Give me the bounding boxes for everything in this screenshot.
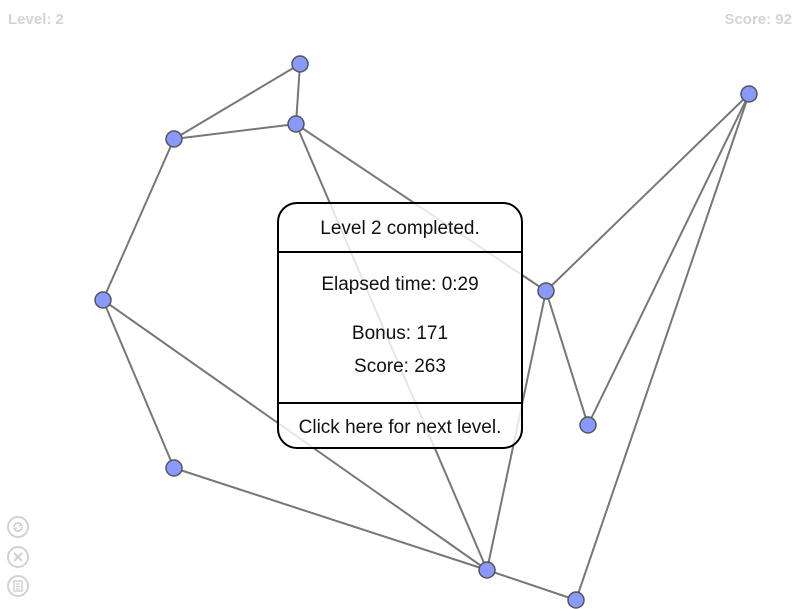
graph-edge	[102, 138, 175, 301]
graph-edge	[173, 123, 297, 140]
dialog-divider	[279, 402, 521, 404]
next-level-button[interactable]: Click here for next level.	[298, 417, 502, 438]
graph-edge	[587, 93, 750, 426]
dialog-score: Score: 263	[354, 356, 446, 377]
graph-edge	[486, 569, 577, 601]
restart-button[interactable]	[7, 516, 29, 538]
graph-node[interactable]	[478, 561, 496, 579]
level-complete-dialog: Level 2 completed. Elapsed time: 0:29 Bo…	[277, 202, 523, 449]
graph-node[interactable]	[567, 591, 585, 609]
score-label: Score: 92	[724, 11, 792, 28]
graph-edge	[545, 290, 589, 426]
graph-edge	[173, 467, 488, 571]
graph-node[interactable]	[740, 85, 758, 103]
graph-edge	[575, 93, 750, 601]
dialog-title: Level 2 completed.	[320, 218, 480, 239]
close-icon	[13, 552, 23, 562]
graph-node[interactable]	[165, 459, 183, 477]
graph-node[interactable]	[94, 291, 112, 309]
graph-edge	[102, 299, 175, 469]
restart-icon	[12, 522, 24, 532]
graph-node[interactable]	[579, 416, 597, 434]
graph-edge	[295, 63, 301, 125]
graph-node[interactable]	[165, 130, 183, 148]
graph-node[interactable]	[287, 115, 305, 133]
graph-node[interactable]	[537, 282, 555, 300]
graph-node[interactable]	[291, 55, 309, 73]
menu-button[interactable]	[7, 575, 29, 597]
menu-icon	[13, 580, 23, 592]
elapsed-time: Elapsed time: 0:29	[321, 274, 479, 295]
close-button[interactable]	[7, 546, 29, 568]
dialog-divider	[279, 251, 521, 253]
graph-edge	[173, 63, 301, 140]
graph-edge	[545, 93, 750, 292]
bonus-value: Bonus: 171	[351, 323, 449, 344]
level-label: Level: 2	[8, 11, 64, 28]
